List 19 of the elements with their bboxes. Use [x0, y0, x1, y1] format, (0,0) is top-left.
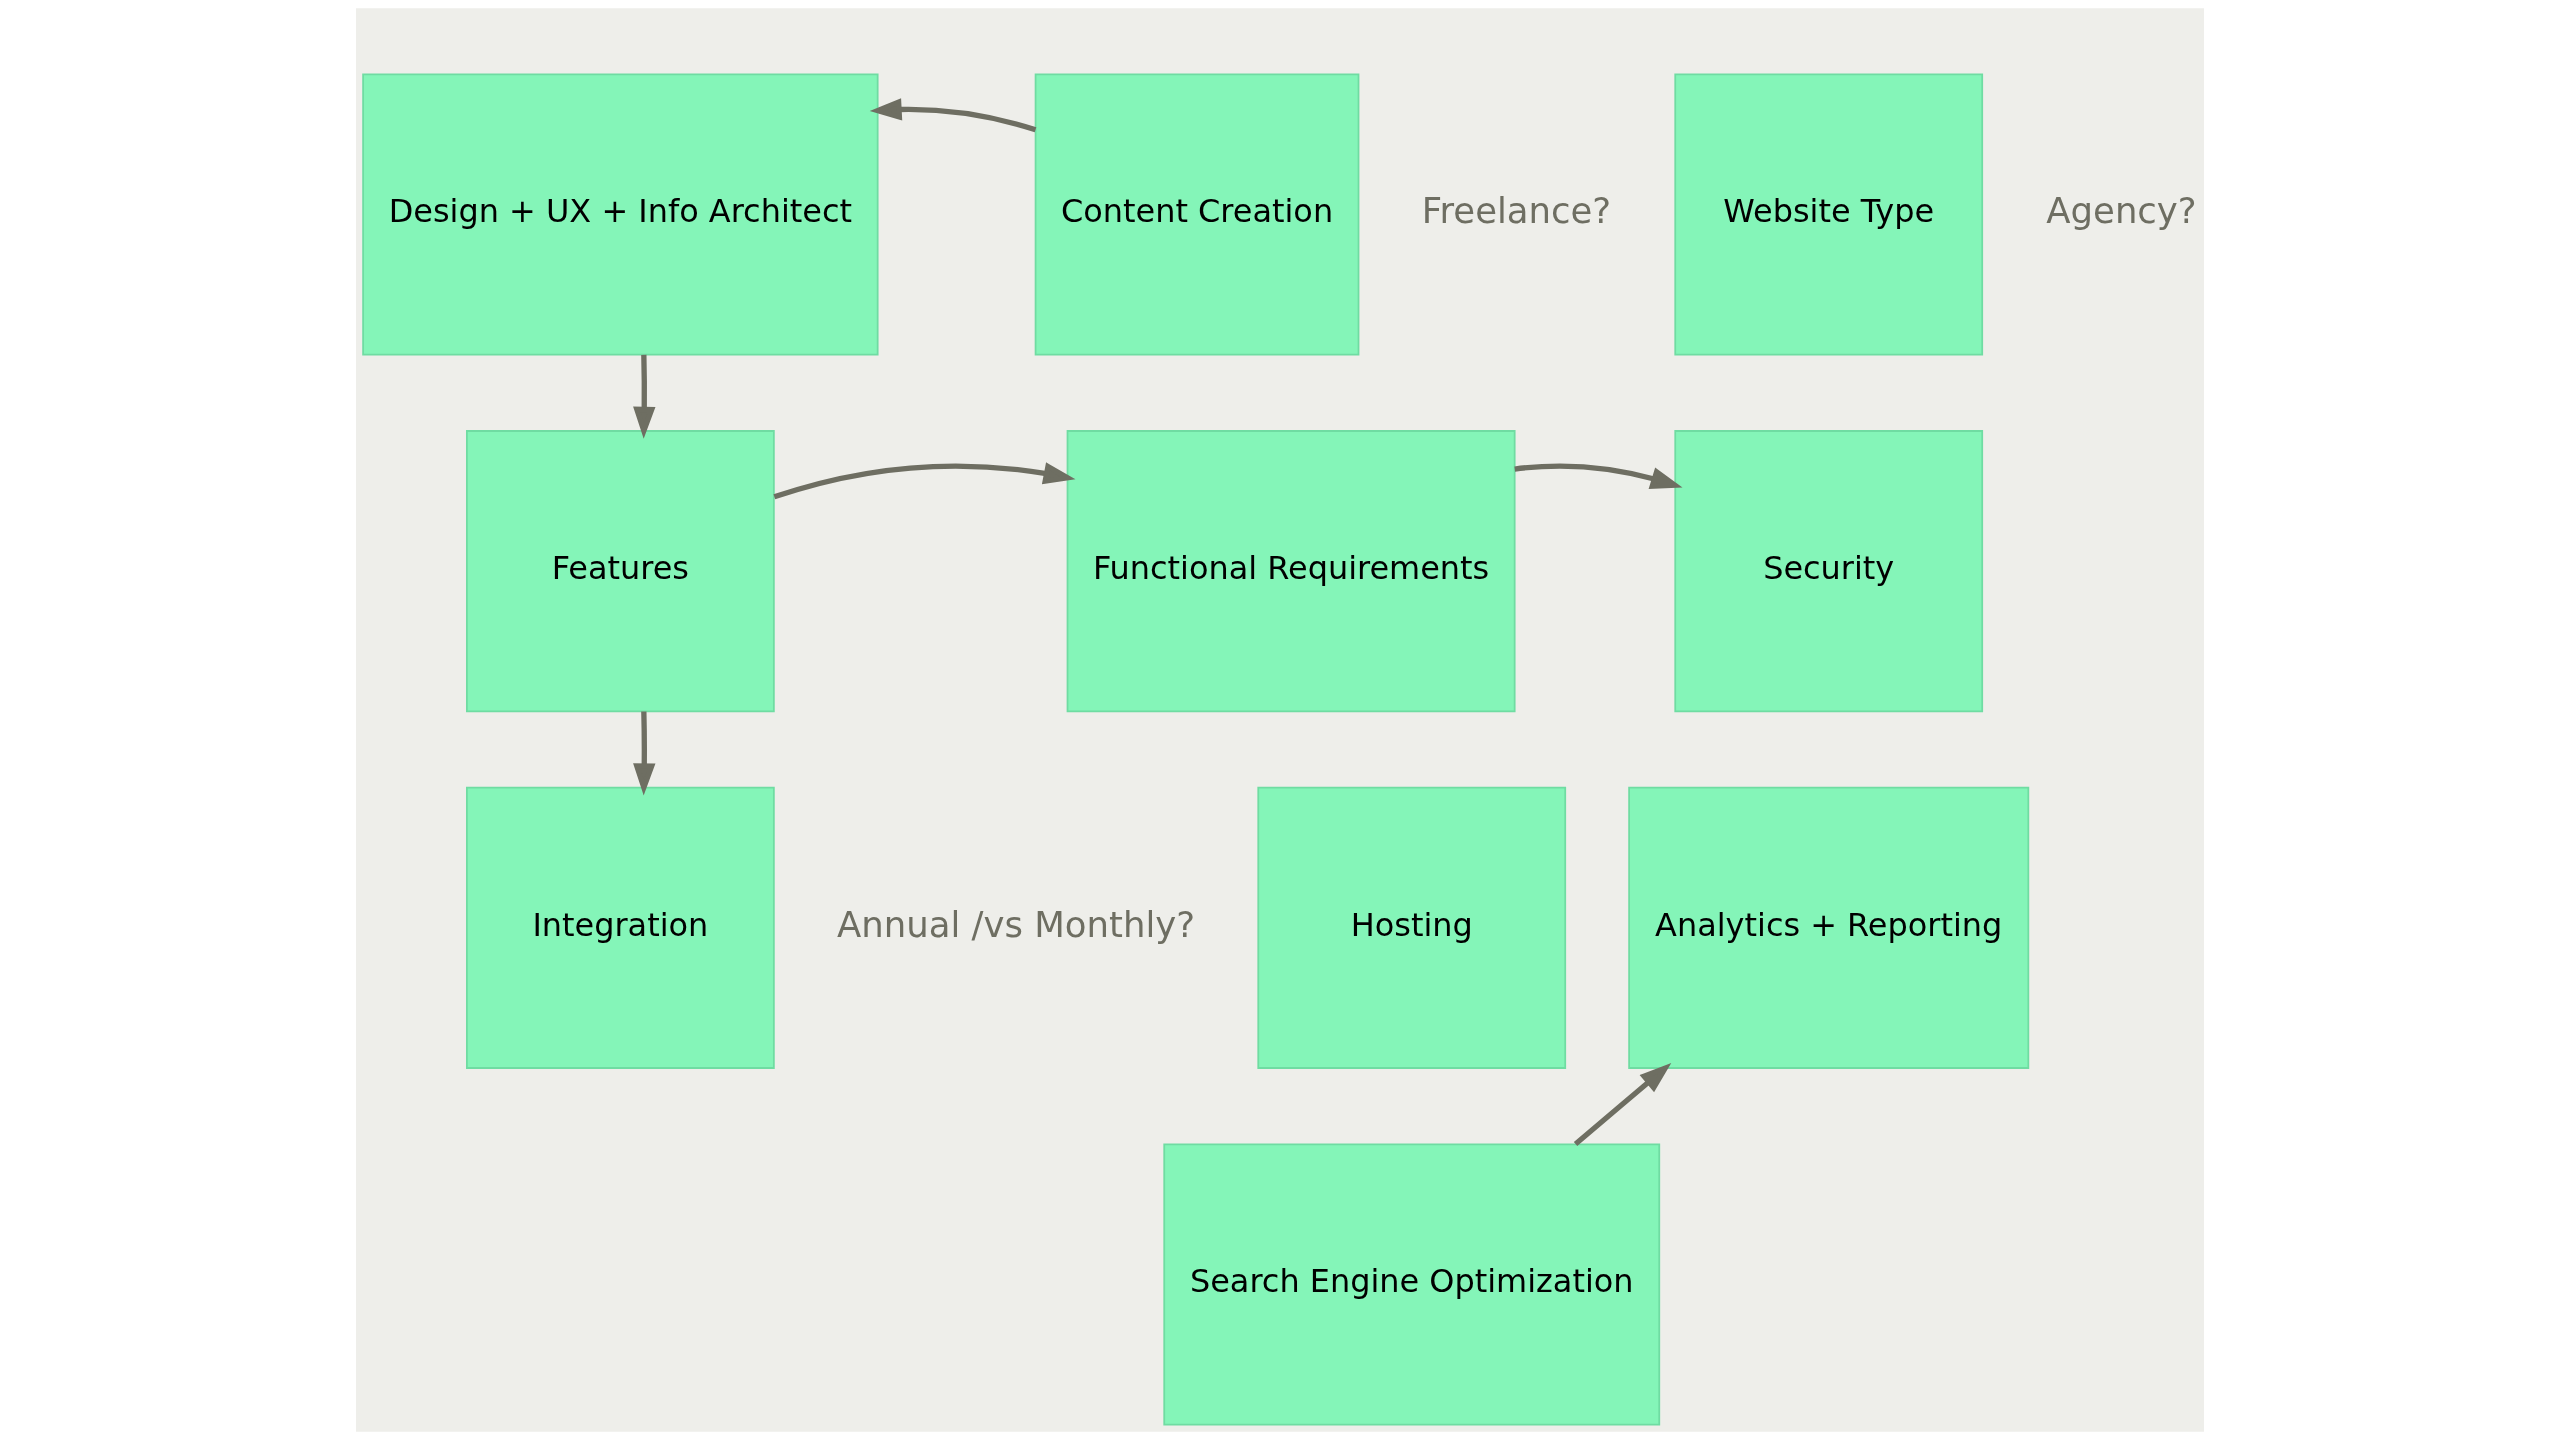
node-box: Analytics + Reporting [1628, 786, 2030, 1069]
arrow [773, 462, 1076, 500]
node-box: Integration [466, 786, 775, 1069]
label: Agency? [2046, 190, 2197, 232]
node-box: Content Creation [1034, 73, 1360, 356]
arrow [1514, 463, 1683, 489]
arrow [633, 354, 656, 439]
node-box: Search Engine Optimization [1163, 1143, 1661, 1426]
node-box: Website Type [1674, 73, 1984, 356]
node-box: Design + UX + Info Architect [362, 73, 879, 356]
node-box: Hosting [1257, 786, 1567, 1069]
arrow [633, 711, 656, 796]
label: Freelance? [1421, 190, 1612, 232]
node-box: Functional Requirements [1066, 430, 1516, 713]
node-box: Features [466, 430, 775, 713]
label: Annual /vs Monthly? [837, 903, 1196, 945]
node-box: Security [1674, 430, 1984, 713]
arrow [1573, 1062, 1672, 1146]
arrow [869, 98, 1037, 133]
